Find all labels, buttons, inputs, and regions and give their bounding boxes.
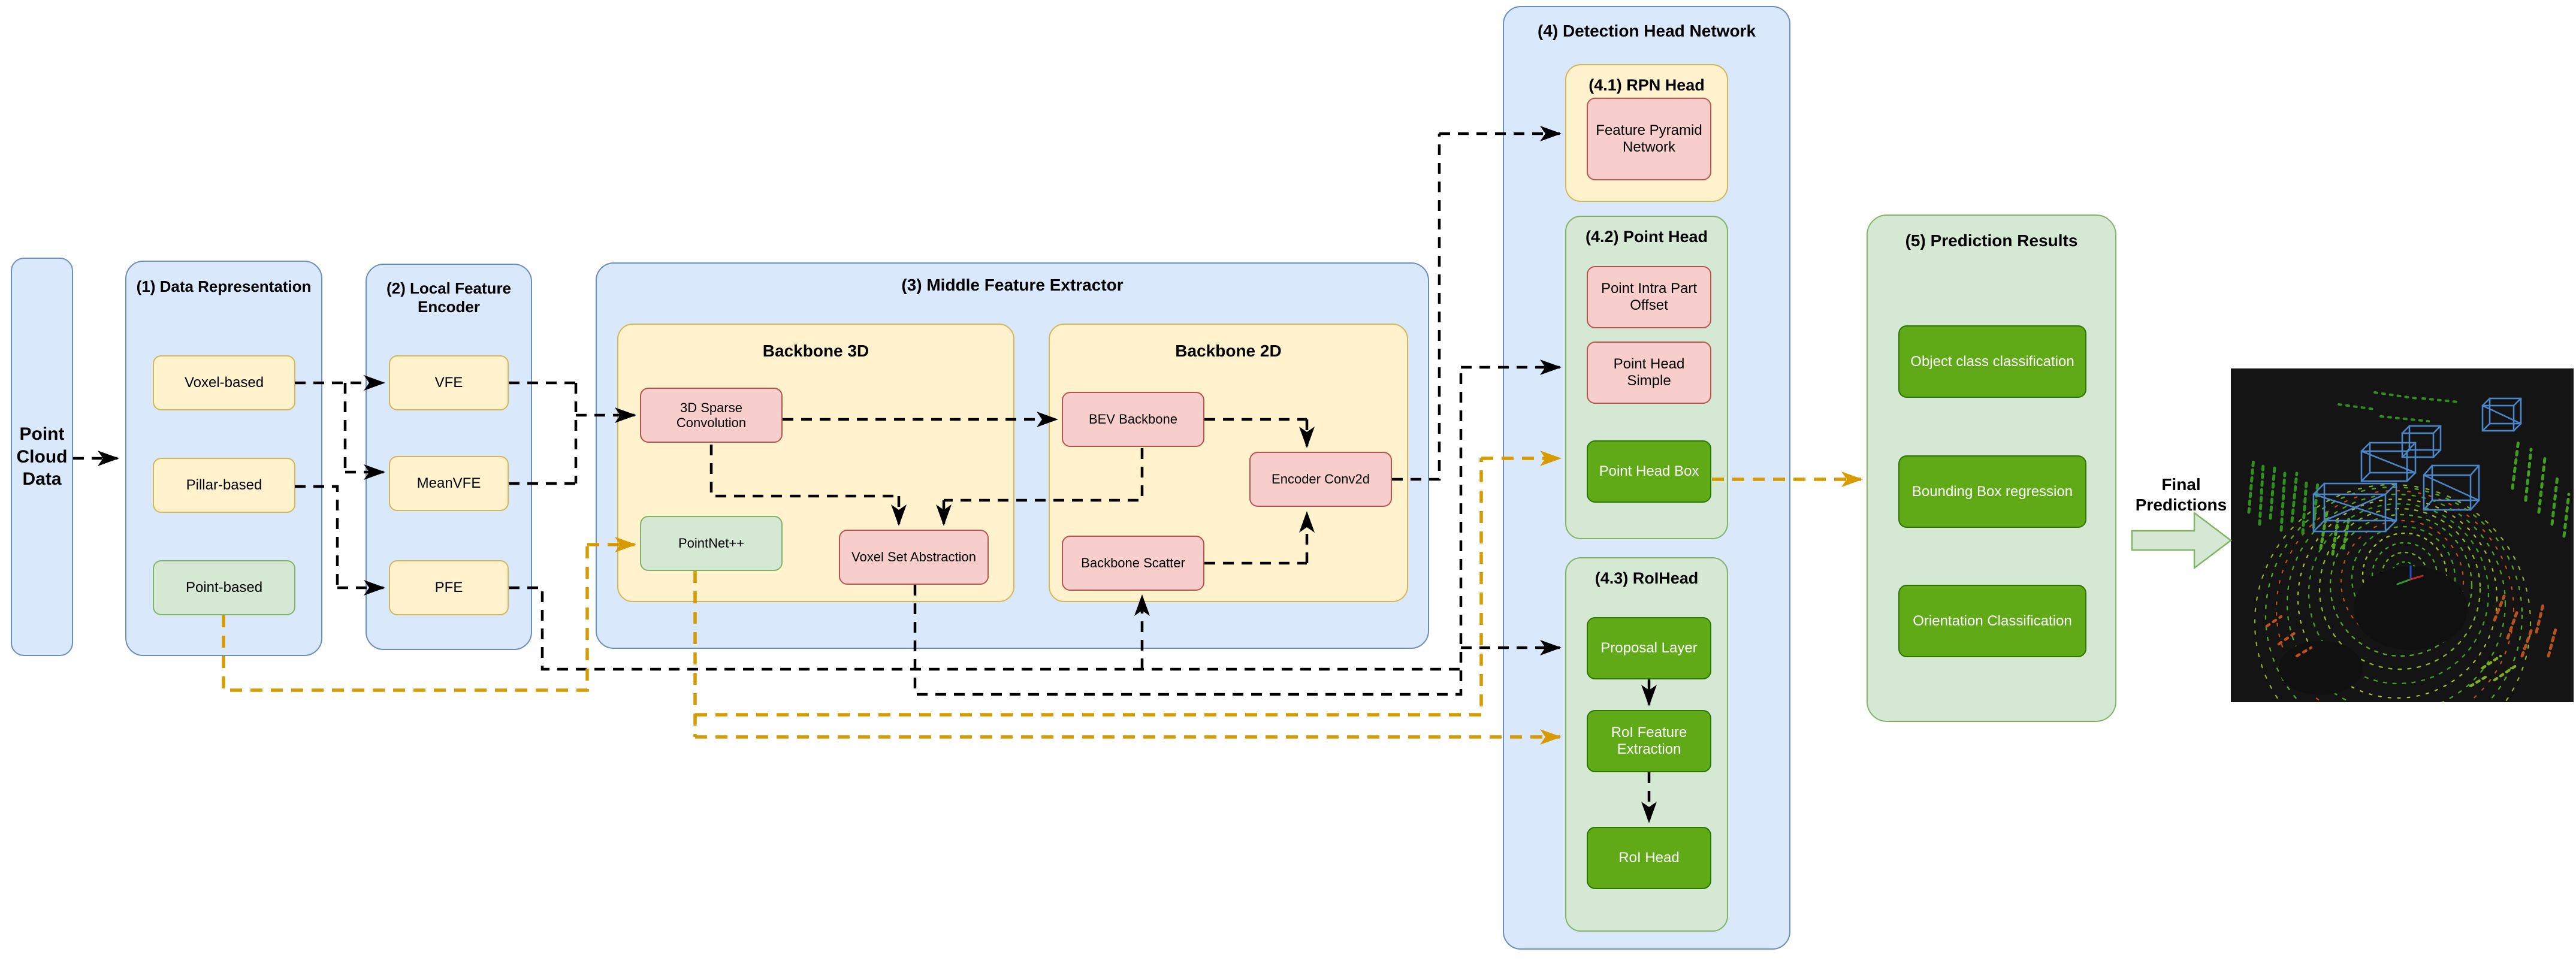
node-feature-pyramid-network: Feature Pyramid Network — [1587, 98, 1711, 180]
node-point-head-simple: Point Head Simple — [1587, 342, 1711, 404]
node-point-intra-part-offset-label: Point Intra Part Offset — [1600, 280, 1698, 313]
backbone-2d-title: Backbone 2D — [1175, 342, 1282, 360]
node-orientation-classification-label: Orientation Classification — [1913, 612, 2072, 629]
node-point-head-simple-label: Point Head Simple — [1613, 356, 1685, 389]
node-point-based-label: Point-based — [185, 579, 263, 596]
node-pointnet: PointNet++ — [640, 516, 783, 571]
lidar-art — [2247, 391, 2571, 761]
point-cloud-data-label: Point Cloud Data — [16, 424, 68, 489]
node-feature-pyramid-network-label: Feature Pyramid Network — [1596, 122, 1702, 155]
section1-title: (1) Data Representation — [136, 277, 312, 295]
node-voxel-based-label: Voxel-based — [184, 374, 264, 391]
node-point-intra-part-offset: Point Intra Part Offset — [1587, 266, 1711, 328]
node-pfe: PFE — [389, 560, 509, 615]
node-object-class-classification-label: Object class classification — [1910, 353, 2074, 370]
node-voxel-based: Voxel-based — [153, 355, 295, 410]
node-pillar-based: Pillar-based — [153, 458, 295, 513]
node-point-head-box-label: Point Head Box — [1599, 463, 1699, 480]
node-voxel-set-abstraction: Voxel Set Abstraction — [839, 530, 989, 585]
node-bounding-box-regression: Bounding Box regression — [1898, 455, 2086, 528]
final-predictions-arrow — [2131, 511, 2233, 570]
section4-title: (4) Detection Head Network — [1537, 22, 1756, 40]
node-pfe-label: PFE — [434, 579, 463, 596]
node-pillar-based-label: Pillar-based — [186, 477, 262, 494]
node-bev-backbone-label: BEV Backbone — [1089, 412, 1177, 427]
node-pointnet-label: PointNet++ — [678, 536, 745, 551]
node-roi-head: RoI Head — [1587, 827, 1711, 889]
point-cloud-data-box: Point Cloud Data — [11, 258, 73, 656]
node-3d-sparse-convolution-label: 3D Sparse Convolution — [676, 400, 747, 430]
node-proposal-layer: Proposal Layer — [1587, 617, 1711, 679]
node-voxel-set-abstraction-label: Voxel Set Abstraction — [851, 549, 976, 565]
section3-title: (3) Middle Feature Extractor — [901, 276, 1124, 294]
node-proposal-layer-label: Proposal Layer — [1600, 640, 1698, 657]
node-bev-backbone: BEV Backbone — [1062, 392, 1204, 447]
node-point-based: Point-based — [153, 560, 295, 615]
node-meanvfe-label: MeanVFE — [416, 475, 481, 492]
node-backbone-scatter: Backbone Scatter — [1062, 536, 1204, 591]
node-encoder-conv2d-label: Encoder Conv2d — [1272, 472, 1370, 487]
node-orientation-classification: Orientation Classification — [1898, 585, 2086, 657]
node-backbone-scatter-label: Backbone Scatter — [1081, 555, 1185, 571]
bbox-wireframes — [2312, 397, 2522, 533]
node-roi-feature-extraction: RoI Feature Extraction — [1587, 710, 1711, 772]
section5-title: (5) Prediction Results — [1905, 231, 2078, 250]
node-3d-sparse-convolution: 3D Sparse Convolution — [640, 388, 783, 443]
node-encoder-conv2d: Encoder Conv2d — [1249, 452, 1392, 507]
node-vfe: VFE — [389, 355, 509, 410]
node-point-head-box: Point Head Box — [1587, 440, 1711, 503]
point-head-title: (4.2) Point Head — [1585, 228, 1708, 246]
node-bounding-box-regression-label: Bounding Box regression — [1911, 483, 2073, 500]
node-vfe-label: VFE — [434, 374, 463, 391]
final-predictions-label: Final Predictions — [2135, 475, 2227, 514]
section2-title: (2) Local Feature Encoder — [386, 279, 512, 316]
node-object-class-classification: Object class classification — [1898, 325, 2086, 398]
node-roi-head-label: RoI Head — [1618, 850, 1680, 866]
rpn-head-title: (4.1) RPN Head — [1589, 76, 1705, 94]
roihead-title: (4.3) RoIHead — [1594, 569, 1699, 587]
node-meanvfe: MeanVFE — [389, 456, 509, 511]
backbone-3d-title: Backbone 3D — [762, 342, 869, 360]
lidar-point-cloud-image — [2231, 368, 2574, 761]
node-roi-feature-extraction-label: RoI Feature Extraction — [1611, 724, 1687, 757]
